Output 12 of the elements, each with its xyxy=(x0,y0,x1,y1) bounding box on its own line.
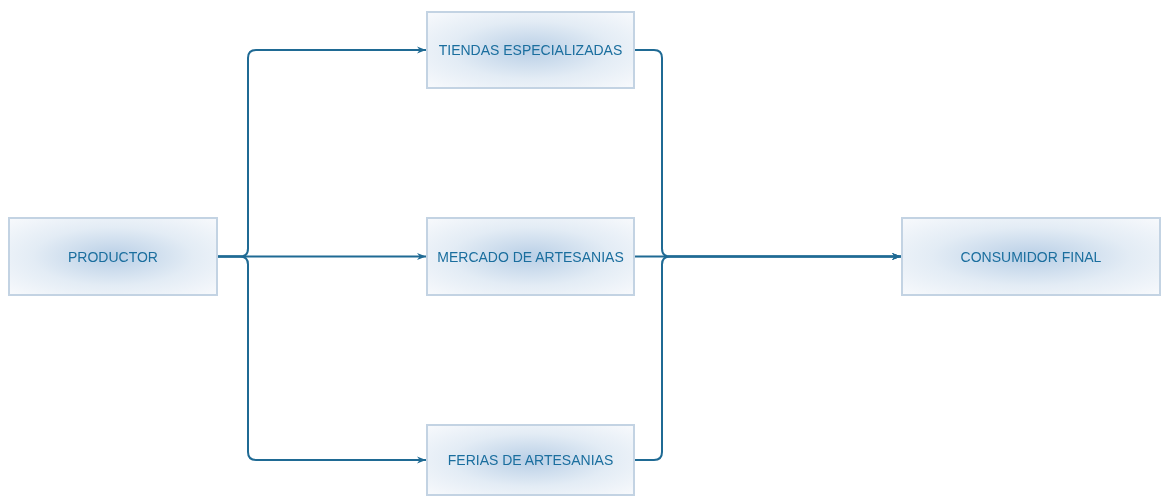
connector-arrow xyxy=(634,252,902,461)
box-label: FERIAS DE ARTESANIAS xyxy=(447,451,614,469)
connector-arrow xyxy=(217,255,427,464)
box-label: CONSUMIDOR FINAL xyxy=(960,247,1102,266)
process-box xyxy=(426,217,635,296)
process-box xyxy=(901,217,1161,296)
process-box xyxy=(426,11,635,89)
box-label: MERCADO DE ARTESANIAS xyxy=(437,247,624,266)
box-label: TIENDAS ESPECIALIZADAS xyxy=(438,41,623,59)
process-box xyxy=(8,217,218,296)
process-box xyxy=(426,424,635,496)
box-label: PRODUCTOR xyxy=(68,247,158,266)
